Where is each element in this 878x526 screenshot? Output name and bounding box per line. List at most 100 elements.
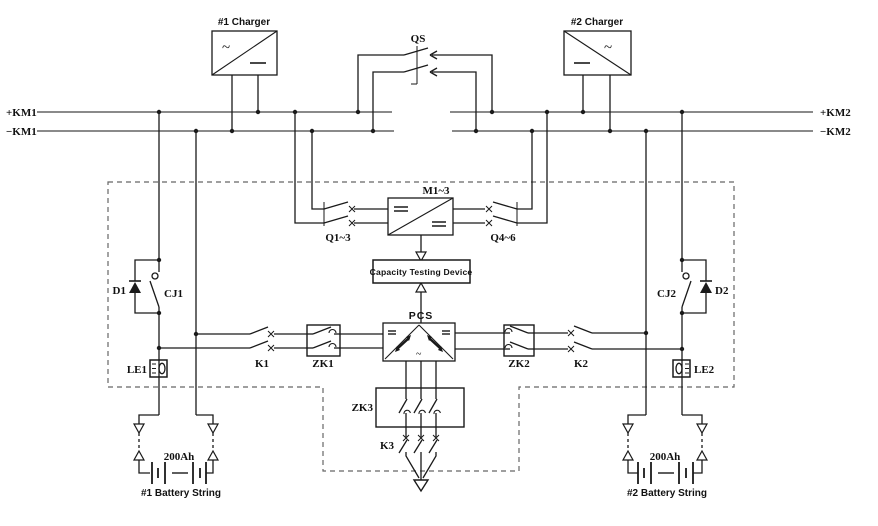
le1-label: LE1 (127, 364, 147, 376)
k3-contact-x-2 (417, 434, 425, 442)
k3-blade-1 (398, 439, 408, 454)
pcs-converter: PCS ~ (382, 310, 456, 362)
charger-1: ~ #1 Charger (211, 17, 278, 76)
cj2-label: CJ2 (657, 288, 676, 300)
output-arrow-icon (412, 479, 430, 493)
d2-label: D2 (715, 285, 729, 297)
k3-blade-3 (428, 439, 438, 454)
d1-diode (129, 280, 141, 293)
q46-blade-1 (492, 201, 518, 210)
zk1-blade-2 (312, 340, 332, 349)
capacity-testing-device: Capacity Testing Device (370, 251, 473, 293)
arrow-down-icon (414, 251, 428, 263)
charger-2: ~ #2 Charger (563, 17, 632, 76)
zk3-blade-2 (413, 398, 423, 414)
k1-contact-x-1 (267, 330, 275, 338)
zk1-label: ZK1 (312, 358, 333, 370)
charger-2-label: #2 Charger (571, 17, 623, 28)
arrow-up-icon (414, 281, 428, 293)
plug-arrow-up-icon (132, 449, 146, 461)
k3-switch (398, 434, 440, 454)
k2-contact-x-2 (567, 345, 575, 353)
q13-label: Q1~3 (325, 232, 351, 244)
q13-contact-x-1 (348, 205, 356, 213)
zk2-label: ZK2 (508, 358, 530, 370)
q46-label: Q4~6 (490, 232, 516, 244)
plug-arrow-up-icon (621, 449, 635, 461)
bus-label-km2-neg: −KM2 (820, 126, 851, 138)
qs-label: QS (411, 33, 426, 45)
le2-sensor (672, 359, 691, 378)
d1-label: D1 (113, 285, 126, 297)
zk3-breaker (375, 387, 465, 428)
zk2-blade-1 (509, 325, 529, 334)
plug-arrow-up-icon (206, 449, 220, 461)
m13-label: M1~3 (422, 185, 450, 197)
battery-1-capacity: 200Ah (164, 451, 195, 463)
ctd-box (372, 259, 471, 284)
zk2-blade-2 (509, 341, 529, 350)
k3-blade-2 (413, 439, 423, 454)
d2-diode (700, 280, 712, 293)
q46-switch (485, 201, 518, 227)
k2-contact-x-1 (567, 329, 575, 337)
k2-label: K2 (574, 358, 589, 370)
cj2-contactor (681, 272, 692, 308)
q13-blade-1 (323, 201, 349, 210)
plug-arrow-down-icon (206, 423, 220, 435)
plug-arrow-up-icon (695, 449, 709, 461)
qs-blade-1 (403, 47, 429, 56)
m13-diagonal (387, 197, 454, 236)
zk3-label: ZK3 (352, 402, 374, 414)
zk2-breaker (503, 324, 535, 357)
qs-contact-arrow-1 (429, 50, 438, 60)
plug-arrow-down-icon (621, 423, 635, 435)
battery-2-label: #2 Battery String (627, 488, 707, 499)
k1-blade-2 (249, 340, 269, 349)
zk1-blade-1 (312, 326, 332, 335)
cj1-contactor (149, 272, 160, 308)
k3-label: K3 (380, 440, 395, 452)
charger-1-ac-symbol: ~ (222, 40, 230, 56)
charger-1-diagonal (211, 30, 278, 76)
qs-blade-2 (403, 64, 429, 73)
qs-switch (403, 46, 438, 85)
q13-blade-2 (323, 215, 349, 224)
dashed-enclosure (107, 181, 735, 472)
battery-2-capacity: 200Ah (650, 451, 681, 463)
q46-contact-x-2 (485, 219, 493, 227)
charger-2-diagonal (563, 30, 632, 76)
k2-blade-1 (573, 325, 593, 334)
battery-1-cells (151, 462, 207, 484)
bus-label-km1-pos: +KM1 (6, 107, 37, 119)
m13-converter: M1~3 (387, 185, 454, 236)
pcs-box (382, 322, 456, 362)
junction-dots (156, 109, 685, 352)
cj1-blade (149, 280, 160, 308)
le2-label: LE2 (694, 364, 715, 376)
k3-contact-x-3 (432, 434, 440, 442)
zk3-blade-1 (398, 398, 408, 414)
battery-string-1 (132, 423, 220, 484)
cj1-label: CJ1 (164, 288, 183, 300)
q13-switch (323, 201, 356, 227)
k1-label: K1 (255, 358, 269, 370)
q13-contact-x-2 (348, 219, 356, 227)
le1-sensor (149, 359, 168, 378)
bus-label-km2-pos: +KM2 (820, 107, 851, 119)
plug-arrow-down-icon (695, 423, 709, 435)
wiring (134, 54, 707, 480)
q46-contact-x-1 (485, 205, 493, 213)
battery-2-cells (637, 462, 694, 484)
qs-contact-arrow-2 (429, 67, 438, 77)
k1-blade-1 (249, 326, 269, 335)
battery-1-label: #1 Battery String (141, 488, 221, 499)
k1-switch (249, 326, 275, 352)
ctd-label: Capacity Testing Device (370, 267, 473, 277)
k3-contact-x-1 (402, 434, 410, 442)
charger-1-label: #1 Charger (218, 17, 270, 28)
battery-string-2 (621, 423, 709, 484)
d2-triangle (700, 282, 712, 293)
pcs-ac-symbol: ~ (416, 349, 422, 360)
